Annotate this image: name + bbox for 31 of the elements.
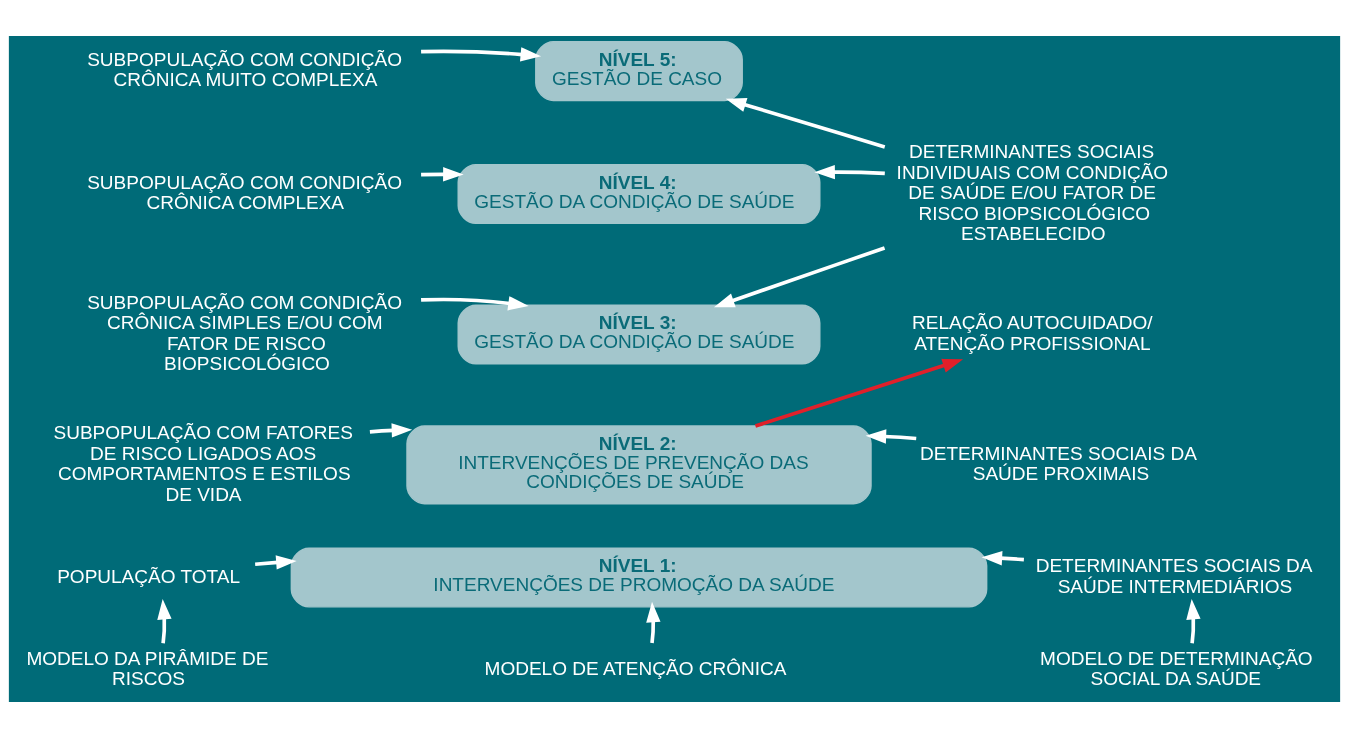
arrow bbox=[255, 555, 297, 570]
node-text: SUBPOPULAÇÃO COM CONDIÇÃO CRÔNICA MUITO COMPLEXA bbox=[87, 48, 403, 91]
arrow bbox=[981, 551, 1024, 566]
node-text: MODELO DE ATENÇÃO CRÔNICA bbox=[484, 657, 787, 679]
arrow bbox=[713, 246, 886, 308]
node-text: MODELO DA PIRÂMIDE DE RISCOS bbox=[26, 647, 269, 690]
node-text: SUBPOPULAÇÃO COM CONDIÇÃO CRÔNICA COMPLEXA bbox=[87, 171, 403, 214]
node-text: POPULAÇÃO TOTAL bbox=[57, 565, 240, 587]
arrow bbox=[754, 358, 964, 428]
node-text: DETERMINANTES SOCIAIS DA SAÚDE PROXIMAIS bbox=[920, 442, 1197, 485]
arrow bbox=[421, 296, 529, 311]
node-box: NÍVEL 3: GESTÃO DA CONDIÇÃO DE SAÚDE bbox=[457, 304, 821, 365]
arrow bbox=[157, 598, 172, 644]
node-text: DETERMINANTES SOCIAIS INDIVIDUAIS COM CONDIÇÃO DE SAÚDE E/OU FATOR DE RISCO BIOPSICOLÓGICO ESTABELECIDO bbox=[896, 141, 1169, 245]
arrow bbox=[814, 164, 885, 180]
node-text: SUBPOPULAÇÃO COM FATORES DE RISCO LIGADOS AOS COMPORTAMENTOS E ESTILOS DE VIDA bbox=[53, 422, 353, 505]
node-box: NÍVEL 4: GESTÃO DA CONDIÇÃO DE SAÚDE bbox=[457, 164, 821, 225]
node-box: NÍVEL 5: GESTÃO DE CASO bbox=[535, 41, 743, 102]
node-box: NÍVEL 2: INTERVENÇÕES DE PREVENÇÃO DAS CONDIÇÕES DE SAÚDE bbox=[406, 425, 872, 505]
arrow bbox=[421, 167, 464, 182]
arrow bbox=[421, 47, 542, 62]
node-text: MODELO DE DETERMINAÇÃO SOCIAL DA SAÚDE bbox=[1040, 647, 1313, 690]
arrow bbox=[865, 429, 917, 444]
node-text: SUBPOPULAÇÃO COM CONDIÇÃO CRÔNICA SIMPLES E/OU COM FATOR DE RISCO BIOPSICOLÓGICO bbox=[87, 291, 403, 375]
arrow bbox=[369, 423, 413, 438]
node-box: NÍVEL 1: INTERVENÇÕES DE PROMOÇÃO DA SAÚDE bbox=[290, 547, 988, 608]
node-text: RELAÇÃO AUTOCUIDADO/ ATENÇÃO PROFISSIONAL bbox=[911, 312, 1153, 354]
arrow bbox=[646, 601, 661, 644]
arrow bbox=[1186, 598, 1201, 644]
arrow bbox=[725, 97, 886, 149]
node-text: DETERMINANTES SOCIAIS DA SAÚDE INTERMEDIÁRIOS bbox=[1035, 555, 1313, 597]
